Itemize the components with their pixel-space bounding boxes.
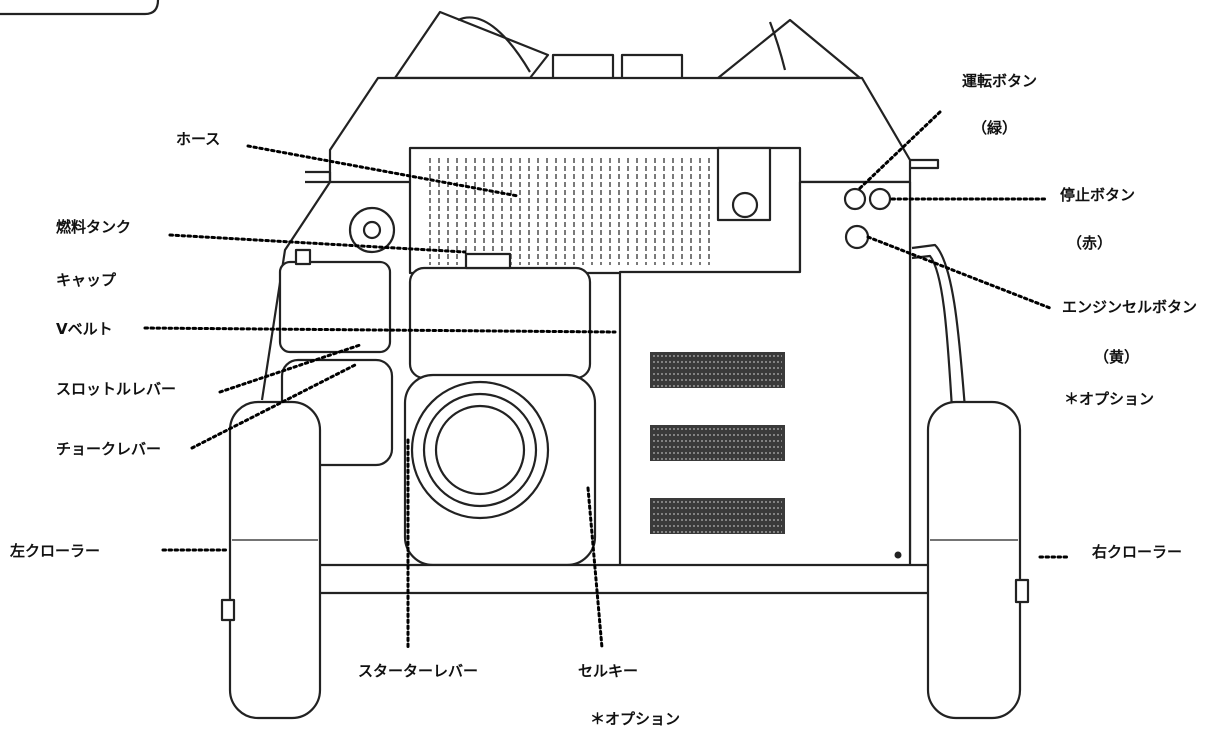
top-block-2 [620,53,684,81]
valve-wheel [731,191,759,219]
corner-frame [0,0,160,16]
right-top-panel [716,18,862,80]
throttle-lever-leader [218,343,362,394]
starter-housing [403,373,597,567]
fuel-tank [278,260,392,354]
leader-lines [143,110,1072,650]
engine-top-block [464,252,512,270]
label-hose: ホース [176,130,220,148]
label-cell-key-option: ＊オプション [590,710,680,728]
label-v-belt: Vベルト [56,320,113,338]
right-hose-inner [911,254,954,409]
choke-lever-leader [190,363,357,450]
louver-vent [650,425,785,461]
right-hose [911,243,967,409]
recoil-mid [422,392,538,508]
recoil-outer [410,380,550,520]
left-hood-tab [305,170,332,184]
louver-vent [650,498,785,534]
chassis-rail [316,563,932,595]
pulley-hub [362,220,382,240]
right-crawler-graphic [926,400,1022,720]
label-choke-lever: チョークレバー [56,440,161,458]
left-crawler-graphic [228,400,322,720]
label-starter-lever: スターターレバー [358,662,478,680]
run-button-leader [856,110,942,192]
label-run-button: 運転ボタン [962,72,1037,90]
fuel-cap-leader [168,233,467,254]
label-run-button-color: （緑） [972,119,1017,137]
radiator-fins [429,158,710,265]
run-button-graphic [843,187,867,211]
louver-vent [650,352,785,388]
fuel-cap [294,248,312,266]
label-fuel-cap-line1: 燃料タンク [56,218,131,236]
valve-assembly [716,146,772,222]
label-fuel-cap-line2: キャップ [56,271,117,289]
label-stop-button-color: （赤） [1067,234,1112,252]
machine-illustration [220,10,1030,720]
screw-4 [894,551,902,559]
label-stop-button: 停止ボタン [1060,186,1135,204]
engine-cover [408,266,592,380]
label-engine-cell-button: エンジンセルボタン [1062,298,1197,316]
label-engine-cell-button-color: （黄） [1094,348,1139,366]
left-top-hose [457,16,531,73]
label-throttle-lever: スロットルレバー [56,380,176,398]
label-cell-key: セルキー [578,662,638,680]
left-top-panel [393,10,550,80]
right-top-hose [768,21,787,71]
cell-key-leader [586,486,604,650]
right-crawler-hub [1014,578,1030,604]
left-side-frame [260,181,331,401]
stop-button-graphic [868,187,892,211]
louver-vents [650,352,785,534]
labels: ホース 燃料タンク キャップ Vベルト スロットルレバー チョークレバー 左クロ… [9,72,1197,728]
cell-button-leader [866,235,1052,310]
pulley [348,206,396,254]
recoil-inner [434,404,526,496]
right-hood-tab [910,158,940,170]
v-belt-leader [143,326,617,334]
label-left-crawler: 左クローラー [9,542,100,560]
label-right-crawler: 右クローラー [1092,543,1182,561]
cell-button-graphic [844,224,870,250]
left-crawler-hub [220,598,236,622]
label-engine-cell-option: ＊オプション [1064,390,1154,408]
hose-leader [246,144,520,198]
top-block-1 [551,53,615,81]
